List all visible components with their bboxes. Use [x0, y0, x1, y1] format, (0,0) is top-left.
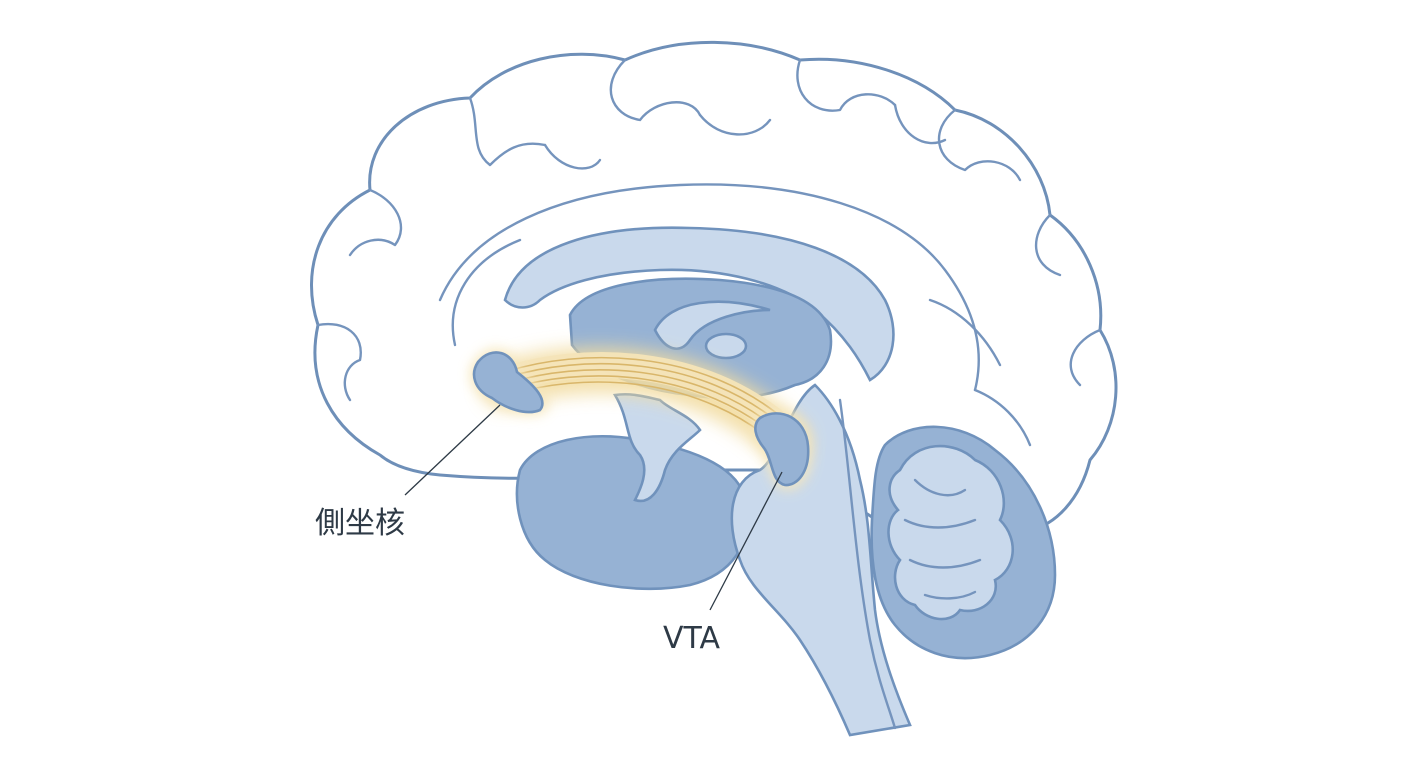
- vta-leader-line: [709, 471, 783, 611]
- hypothalamus-branches: [612, 392, 702, 503]
- corpus-callosum: [503, 226, 895, 382]
- brainstem-line: [838, 398, 897, 730]
- vta-label: VTA: [663, 621, 721, 656]
- temporal-deep-region: [515, 434, 749, 591]
- cortex-sulci: [316, 58, 1102, 447]
- cerebellum-folia: [903, 478, 982, 600]
- cerebellum-arbor: [887, 444, 1014, 621]
- interthalamic-adhesion: [704, 332, 748, 360]
- nucleus-accumbens: [470, 348, 549, 416]
- mesolimbic-pathway: [482, 347, 808, 463]
- nucleus-accumbens-leader-line: [404, 404, 501, 496]
- fornix: [653, 300, 771, 350]
- ventral-tegmental-area: [751, 409, 813, 491]
- nucleus-accumbens-label: 側坐核: [315, 506, 405, 541]
